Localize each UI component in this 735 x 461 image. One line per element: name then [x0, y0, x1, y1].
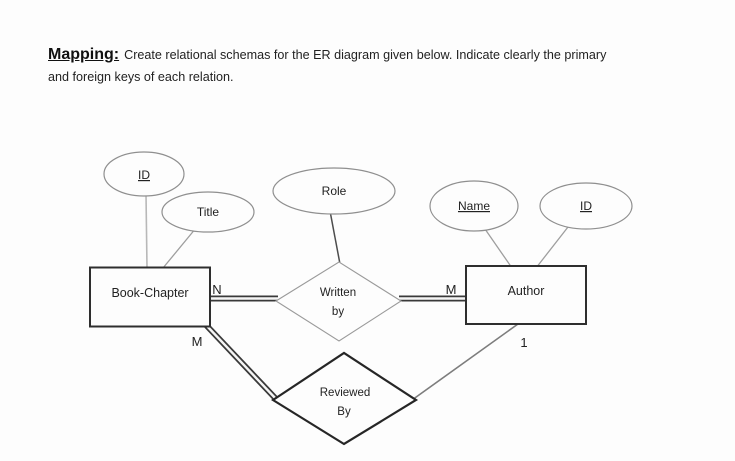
entity-book-chapter — [89, 266, 211, 328]
connector-bookid-bookchapter — [145, 193, 148, 269]
entity-label-book-chapter: Book-Chapter — [111, 286, 188, 300]
attribute-ellipse-author-id — [539, 182, 633, 230]
connector-lines — [145, 193, 569, 403]
relationship-label-reviewed-by: By — [337, 406, 351, 418]
attribute-label-role: Role — [322, 184, 347, 198]
entity-label-author: Author — [508, 284, 545, 298]
connector-title-bookchapter — [162, 227, 197, 269]
prompt-text-line1: Create relational schemas for the ER dia… — [124, 48, 607, 62]
relationship-label-reviewed: Reviewed — [320, 387, 371, 399]
cardinality-m-bookchapter: M — [192, 334, 203, 349]
attribute-ellipse-role — [272, 167, 396, 215]
cardinality-m-author: M — [446, 282, 457, 297]
attribute-ellipse-name — [429, 180, 519, 232]
cardinality-n-bookchapter: N — [212, 282, 221, 297]
double-line-bookchapter-reviewedby — [203, 322, 280, 403]
diagram-shapes — [89, 151, 633, 446]
attribute-ellipse-title — [161, 191, 255, 233]
attribute-ellipse-book-id — [103, 151, 185, 197]
cardinality-1-author: 1 — [520, 335, 527, 350]
connector-role-writtenby — [329, 210, 341, 265]
connector-name-author — [484, 228, 513, 269]
attribute-label-author-id: ID — [580, 199, 592, 213]
single-line-author-reviewedby — [411, 323, 519, 401]
attribute-label-title: Title — [197, 205, 220, 219]
exercise-prompt: Mapping: Create relational schemas for th… — [48, 44, 633, 88]
connector-authorid-author — [535, 226, 569, 269]
prompt-heading: Mapping: — [48, 46, 120, 63]
relationship-written-by — [274, 261, 403, 342]
prompt-text-line2: and foreign keys of each relation. — [48, 70, 234, 84]
entity-author — [465, 265, 587, 325]
relationship-label-by: by — [332, 306, 344, 318]
relationship-label-written: Written — [320, 287, 356, 299]
attribute-label-name: Name — [458, 199, 490, 213]
attribute-label-book-id: ID — [138, 168, 150, 182]
relationship-reviewed-by — [270, 351, 419, 446]
diagram-labels: ID Title Role Name ID Book-Chapter Autho… — [111, 168, 592, 418]
